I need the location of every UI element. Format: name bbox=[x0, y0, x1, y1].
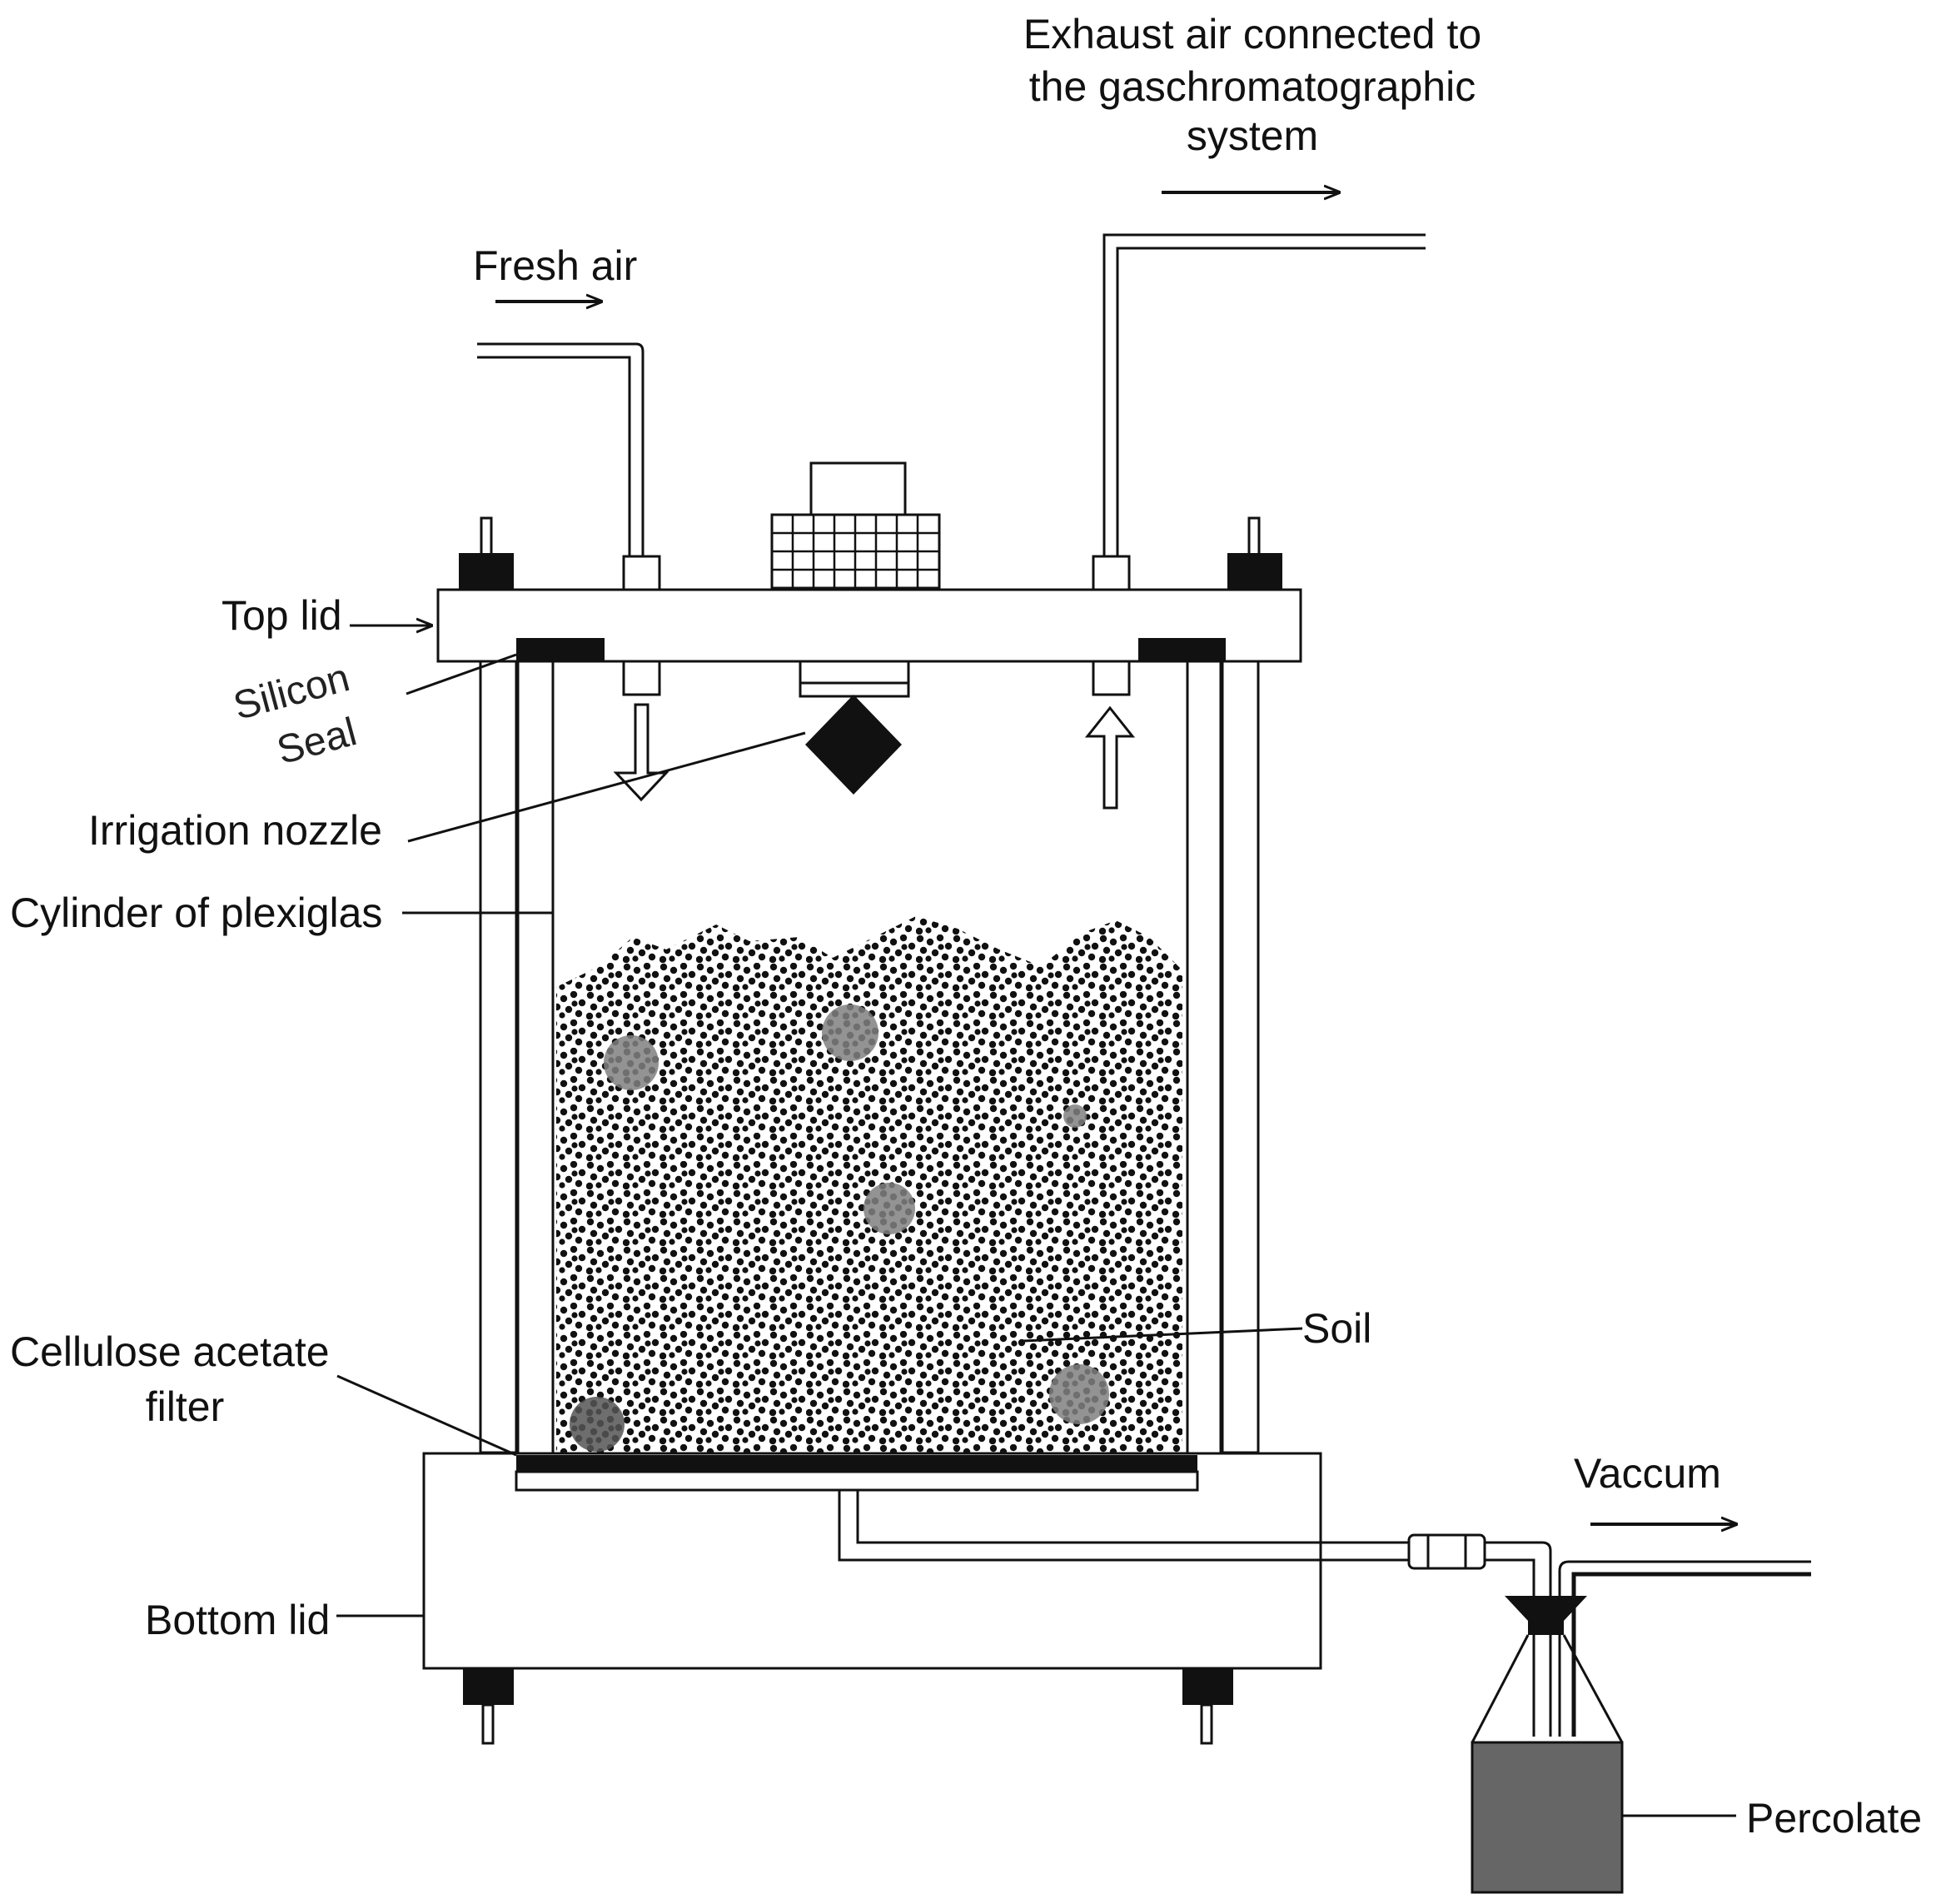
air-out-arrow bbox=[1084, 705, 1136, 810]
fresh-air-fitting-top bbox=[622, 555, 661, 591]
drain-pipe bbox=[838, 1490, 1409, 1562]
cylinder-label: Cylinder of plexiglas bbox=[10, 890, 382, 936]
percolate-label: Percolate bbox=[1746, 1795, 1922, 1842]
soil-label: Soil bbox=[1302, 1305, 1371, 1352]
silicon-seal-label-line2: Seal bbox=[272, 710, 361, 773]
fresh-air-fitting-bottom bbox=[622, 660, 661, 696]
soil bbox=[556, 916, 1182, 1453]
bottom-lid-label: Bottom lid bbox=[145, 1597, 330, 1643]
exhaust-pipe bbox=[1102, 233, 1426, 556]
fresh-air-pipe bbox=[477, 342, 645, 556]
irrigation-device bbox=[770, 461, 941, 590]
plexiglas-cylinder bbox=[516, 661, 1222, 1453]
exhaust-fitting-bottom bbox=[1092, 660, 1131, 696]
vaccum-label: Vaccum bbox=[1574, 1450, 1721, 1497]
top-bolt-left bbox=[459, 516, 514, 590]
exhaust-label-line1: Exhaust air connected to bbox=[1023, 11, 1481, 57]
fresh-air-label: Fresh air bbox=[473, 242, 637, 289]
exhaust-fitting-top bbox=[1092, 555, 1131, 591]
nozzle-holder bbox=[799, 660, 910, 698]
percolate-liquid bbox=[1471, 1741, 1624, 1894]
exhaust-label-line3: system bbox=[1187, 112, 1318, 159]
soil-stones bbox=[570, 1004, 1109, 1452]
silicon-seal-right bbox=[1138, 638, 1226, 661]
bottom-bolt-left bbox=[463, 1668, 514, 1745]
exhaust-label-line2: the gaschromatographic bbox=[1029, 63, 1476, 110]
vacuum-tube bbox=[1558, 1560, 1811, 1737]
irrigation-nozzle-label: Irrigation nozzle bbox=[88, 807, 382, 854]
air-in-arrow bbox=[613, 703, 669, 802]
bottom-bolt-right bbox=[1182, 1668, 1233, 1745]
silicon-seal-left bbox=[516, 638, 605, 661]
irrigation-nozzle bbox=[805, 695, 902, 795]
flask-inlet-tube bbox=[1485, 1541, 1552, 1737]
cellulose-filter-label-line2: filter bbox=[146, 1383, 224, 1430]
top-lid-label: Top lid bbox=[221, 592, 342, 639]
pipe-coupling bbox=[1407, 1533, 1486, 1570]
leader-lines bbox=[336, 626, 1736, 1817]
top-bolt-right bbox=[1227, 516, 1282, 590]
cellulose-filter-label-line1: Cellulose acetate bbox=[10, 1328, 330, 1375]
flask-stopper bbox=[1505, 1596, 1587, 1635]
